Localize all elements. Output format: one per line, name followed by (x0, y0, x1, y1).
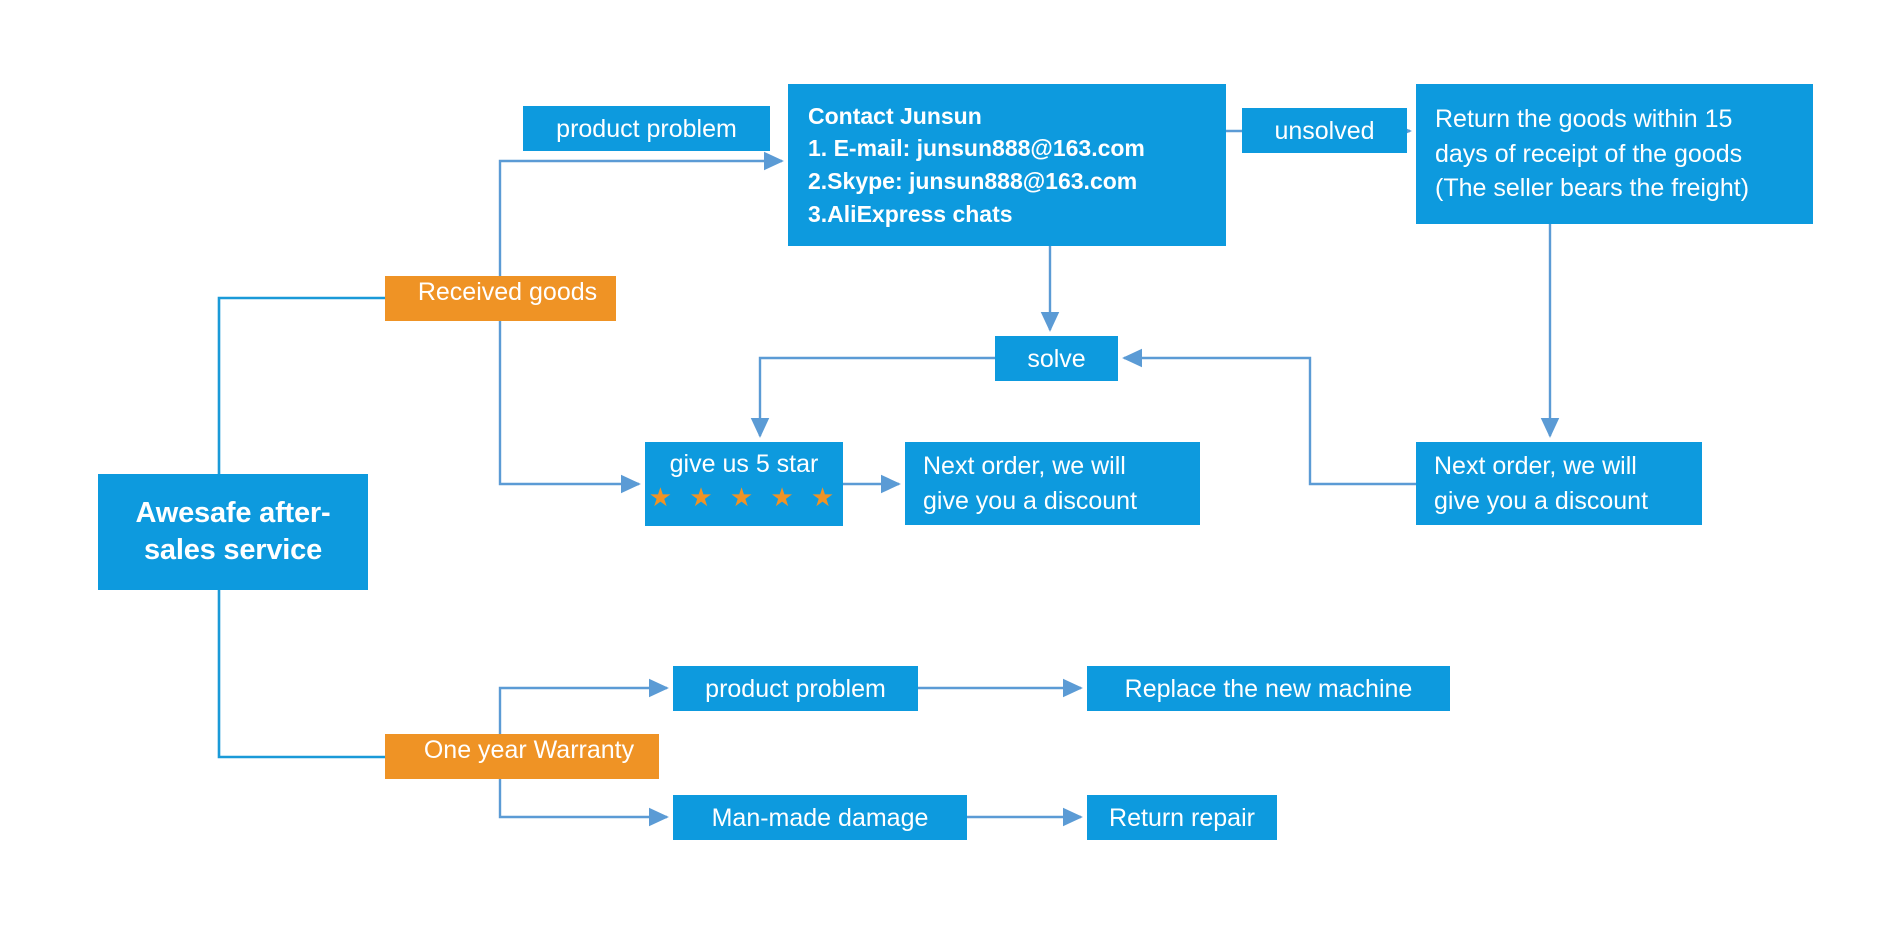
edge-received-contact (498, 151, 784, 276)
star-rating-icon: ★ ★ ★ ★ ★ (648, 482, 840, 512)
node-replace-the-new-machine[interactable]: Replace the new machine (1087, 666, 1450, 711)
node-root-awesafe-after-sales-service[interactable]: Awesafe after- sales service (98, 474, 368, 590)
edge-label-product-problem-top[interactable]: product problem (523, 106, 770, 151)
contact-skype-line: 2.Skype: junsun888@163.com (808, 168, 1138, 194)
five-star-label: give us 5 star (669, 450, 819, 478)
edge-root-received (217, 296, 385, 474)
contact-heading: Contact Junsun (808, 102, 982, 129)
node-solve[interactable]: solve (995, 336, 1118, 381)
contact-aliexpress-line: 3.AliExpress chats (808, 200, 1013, 227)
node-contact-junsun[interactable]: Contact Junsun 1. E-mail: junsun888@163.… (788, 84, 1226, 246)
node-return-repair[interactable]: Return repair (1087, 795, 1277, 840)
node-discount-right[interactable]: Next order, we will give you a discount (1416, 442, 1702, 525)
edge-label-unsolved[interactable]: unsolved (1242, 108, 1407, 153)
edge-solve-fivestar (750, 356, 995, 438)
contact-email-line: 1. E-mail: junsun888@163.com (808, 135, 1145, 162)
edge-root-warranty (217, 590, 385, 759)
node-discount-middle[interactable]: Next order, we will give you a discount (905, 442, 1200, 525)
node-give-us-5-star[interactable]: give us 5 star ★ ★ ★ ★ ★ (645, 442, 843, 526)
edge-received-fivestar (498, 321, 641, 494)
node-product-problem-bottom[interactable]: product problem (673, 666, 918, 711)
node-return-the-goods[interactable]: Return the goods within 15 days of recei… (1416, 84, 1813, 224)
node-received-goods[interactable]: Received goods (385, 276, 616, 321)
node-one-year-warranty[interactable]: One year Warranty (385, 734, 659, 779)
node-man-made-damage[interactable]: Man-made damage (673, 795, 967, 840)
